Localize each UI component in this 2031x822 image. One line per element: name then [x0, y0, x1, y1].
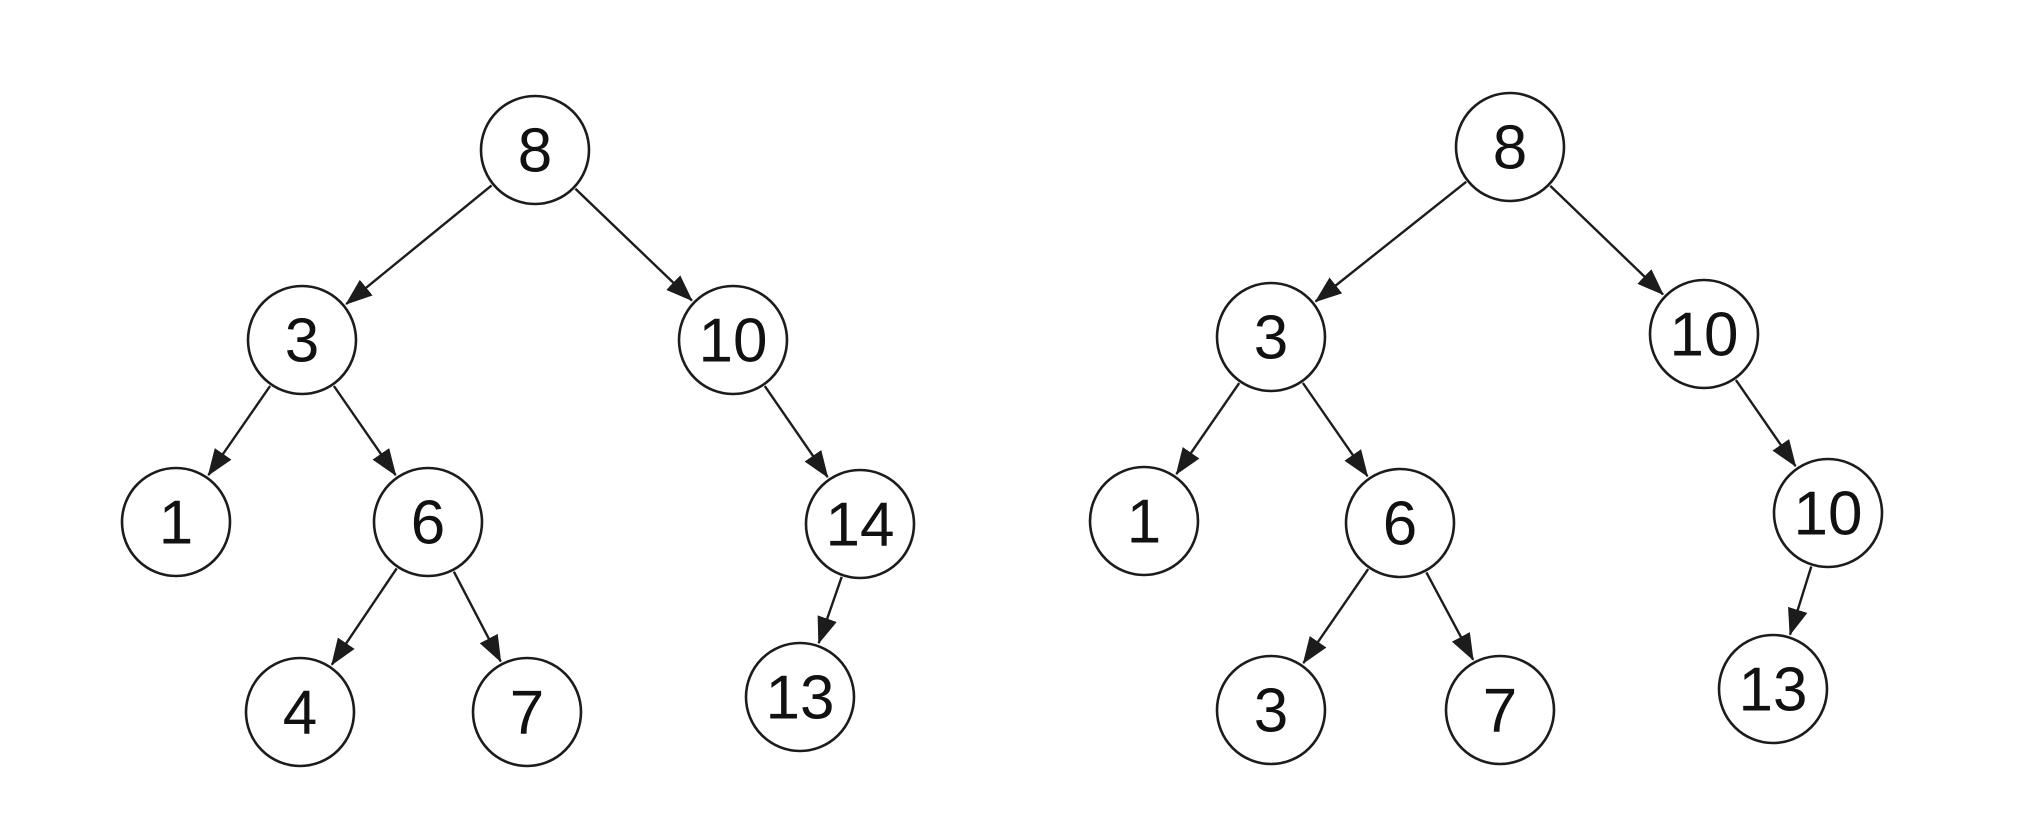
tree-node-circle [1215, 281, 1327, 393]
tree-node-label: 8 [518, 117, 552, 186]
tree-node-label: 3 [1254, 304, 1288, 373]
tree-node: 1 [120, 466, 232, 578]
tree-node: 3 [246, 284, 358, 396]
tree-node: 10 [1772, 457, 1884, 569]
tree-node-circle [1717, 633, 1829, 745]
tree-node-label: 6 [411, 489, 445, 558]
tree-edge-arrow [817, 576, 843, 645]
tree-node: 10 [677, 284, 789, 396]
tree-node-label: 7 [510, 679, 544, 748]
tree-node-circle [677, 284, 789, 396]
tree-edge-arrow [330, 567, 398, 666]
tree-node-label: 1 [159, 489, 193, 558]
tree-node-label: 14 [826, 491, 895, 560]
tree-edge-arrow [1788, 566, 1813, 636]
tree-node: 8 [479, 94, 591, 206]
tree-node: 3 [1215, 654, 1327, 766]
tree-node: 6 [1344, 467, 1456, 579]
tree-edge-arrow [1549, 185, 1664, 296]
tree-node-label: 7 [1483, 677, 1517, 746]
tree-node: 4 [244, 656, 356, 768]
tree-edge-arrow [207, 385, 272, 477]
tree-node-label: 10 [1670, 301, 1739, 370]
tree-node-circle [120, 466, 232, 578]
tree-node-circle [1215, 654, 1327, 766]
tree-edge-arrow [763, 385, 829, 479]
tree-node-circle [479, 94, 591, 206]
tree-node-circle [1344, 467, 1456, 579]
tree-node: 8 [1454, 91, 1566, 203]
tree-node-circle [471, 656, 583, 768]
tree-node-label: 1 [1127, 488, 1161, 557]
tree-node-label: 8 [1493, 114, 1527, 183]
tree-node: 7 [1444, 654, 1556, 766]
tree-node: 7 [471, 656, 583, 768]
tree-node-label: 4 [283, 679, 317, 748]
tree-node-label: 6 [1383, 490, 1417, 559]
tree-node-label: 3 [285, 307, 319, 376]
tree-node: 13 [744, 641, 856, 753]
tree-edge-arrow [1425, 571, 1475, 661]
tree-node-circle [1444, 654, 1556, 766]
tree-node: 3 [1215, 281, 1327, 393]
tree-node-circle [1454, 91, 1566, 203]
tree-node: 1 [1088, 465, 1200, 577]
right-tree: 8 3 10 1 6 10 3 7 13 [1088, 91, 1884, 766]
tree-node-circle [1648, 278, 1760, 390]
left-tree: 8 3 10 1 6 14 4 7 13 [120, 94, 916, 768]
tree-edge-arrow [1175, 382, 1241, 476]
tree-node-circle [804, 468, 916, 580]
tree-edge-arrow [574, 187, 693, 302]
tree-edge-arrow [1301, 382, 1369, 478]
tree-node-label: 13 [1739, 656, 1808, 725]
tree-node-circle [244, 656, 356, 768]
tree-edge-arrow [1302, 568, 1370, 665]
tree-node: 14 [804, 468, 916, 580]
tree-node-label: 10 [699, 307, 768, 376]
tree-edge-arrow [1734, 379, 1797, 468]
tree-node-circle [1088, 465, 1200, 577]
tree-edge-arrow [452, 571, 502, 663]
tree-node-circle [744, 641, 856, 753]
tree-node-label: 13 [766, 664, 835, 733]
tree-node: 6 [372, 466, 484, 578]
tree-edge-arrow [1314, 180, 1467, 303]
tree-edge-arrow [332, 385, 397, 477]
tree-node-circle [372, 466, 484, 578]
tree-node-label: 3 [1254, 677, 1288, 746]
tree-node: 10 [1648, 278, 1760, 390]
tree-node-circle [246, 284, 358, 396]
tree-node-circle [1772, 457, 1884, 569]
tree-edge-arrow [345, 184, 493, 305]
tree-node: 13 [1717, 633, 1829, 745]
tree-node-label: 10 [1794, 480, 1863, 549]
